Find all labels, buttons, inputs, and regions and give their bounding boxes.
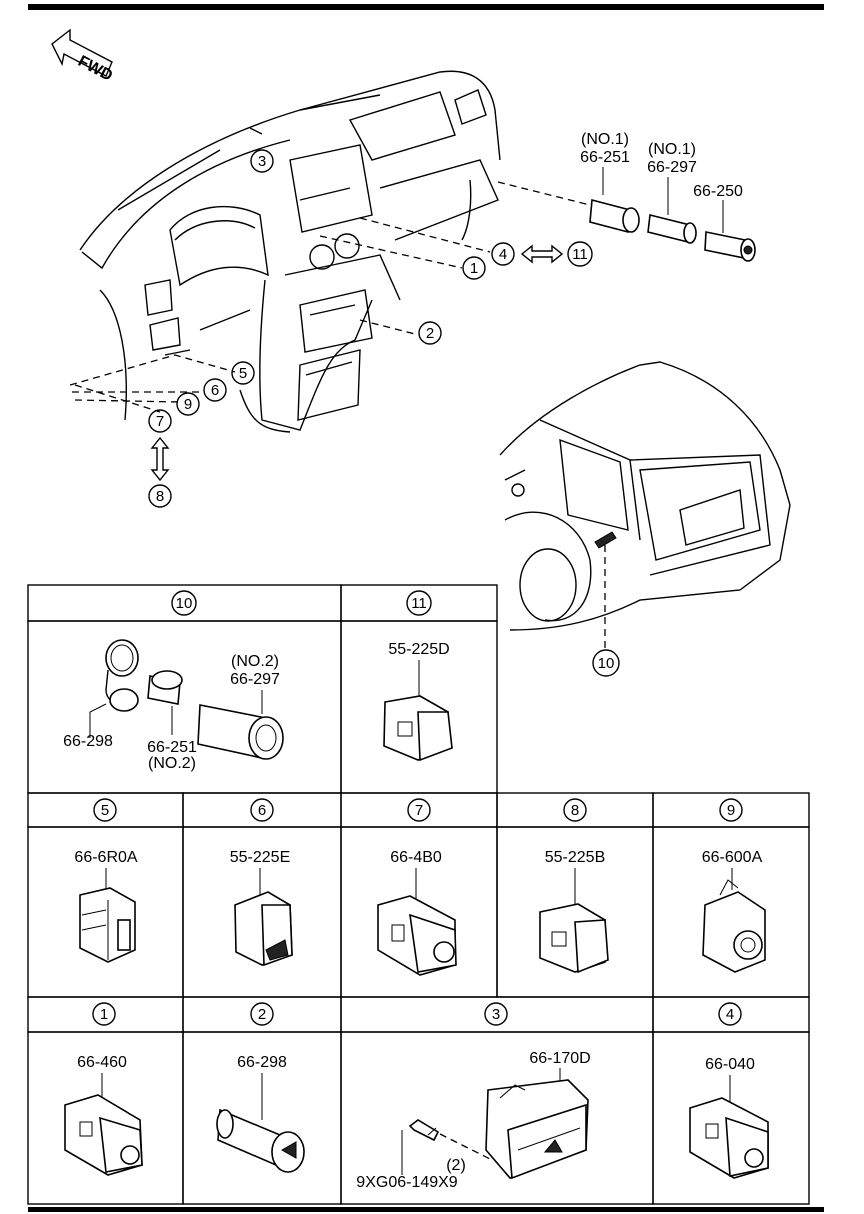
svg-text:2: 2 [258, 1006, 266, 1023]
callout-4: 4 [491, 242, 515, 266]
fwd-label: FWD [75, 53, 115, 85]
vertical-double-arrow-icon [150, 436, 170, 482]
part-66-297-no2: (NO.2) [231, 653, 279, 670]
callout-6: 6 [203, 378, 227, 402]
callout-11-label: 11 [572, 246, 588, 263]
part-66-298-cell10: 66-298 [63, 733, 113, 750]
leader-lines [69, 181, 606, 648]
header-9: 9 [719, 798, 743, 822]
switch-66-6R0A-icon [79, 887, 136, 963]
part-66-297-no: (NO.1) [648, 141, 696, 158]
callout-2: 2 [418, 321, 442, 345]
switch-66-600A-icon [702, 879, 766, 973]
svg-text:7: 7 [415, 802, 423, 819]
callout-8-label: 8 [156, 488, 164, 505]
switch-66-460-icon [64, 1094, 143, 1176]
part-66-4B0-label: 66-4B0 [390, 849, 442, 866]
callout-8: 8 [148, 484, 172, 508]
header-4: 4 [718, 1002, 742, 1026]
vehicle-rear-illustration [499, 361, 791, 631]
switch-66-040-icon [689, 1097, 769, 1179]
part-66-600A-label: 66-600A [702, 849, 763, 866]
callout-3: 3 [250, 149, 274, 173]
part-66-251-cell10: 66-251 [147, 739, 197, 756]
bottom-rule [28, 1207, 824, 1212]
callout-5: 5 [231, 361, 255, 385]
cap-ring-icon [105, 639, 139, 712]
callout-9: 9 [176, 392, 200, 416]
svg-text:8: 8 [571, 802, 579, 819]
part-66-251-label: 66-251 [580, 149, 630, 166]
header-1: 1 [92, 1002, 116, 1026]
fwd-arrow-icon: FWD [51, 28, 115, 85]
callout-11: 11 [567, 241, 593, 267]
part-66-251-no2: (NO.2) [148, 755, 196, 772]
svg-text:6: 6 [258, 802, 266, 819]
part-66-298-label: 66-298 [237, 1054, 287, 1071]
header-7: 7 [407, 798, 431, 822]
callout-2-label: 2 [426, 325, 434, 342]
callout-6-label: 6 [211, 382, 219, 399]
socket-body-icon [647, 214, 697, 244]
part-66-460-label: 66-460 [77, 1054, 127, 1071]
callout-1: 1 [462, 256, 486, 280]
callout-4-label: 4 [499, 246, 507, 263]
callout-7-label: 7 [156, 413, 164, 430]
header-3: 3 [484, 1002, 508, 1026]
svg-text:10: 10 [176, 595, 193, 612]
switch-55-225E-icon [234, 891, 293, 967]
callout-3-label: 3 [258, 153, 266, 170]
socket-no2-icon [197, 704, 284, 760]
part-55-225B-label: 55-225B [545, 849, 606, 866]
switch-55-225D-icon [383, 695, 453, 762]
part-66-297-cell10: 66-297 [230, 671, 280, 688]
header-5: 5 [93, 798, 117, 822]
part-66-040-label: 66-040 [705, 1056, 755, 1073]
callout-5-label: 5 [239, 365, 247, 382]
svg-text:1: 1 [100, 1006, 108, 1023]
part-9XG06-149X9-label: 9XG06-149X9 [356, 1174, 458, 1191]
top-rule [28, 4, 824, 10]
callout-1-label: 1 [470, 260, 478, 277]
header-6: 6 [250, 798, 274, 822]
callout-10: 10 [592, 649, 620, 677]
double-arrow-icon [520, 244, 564, 264]
hazard-switch-icon [485, 1079, 589, 1180]
header-8: 8 [563, 798, 587, 822]
bolt-icon [408, 1119, 440, 1142]
svg-text:9: 9 [727, 802, 735, 819]
part-66-6R0A-label: 66-6R0A [74, 849, 137, 866]
header-10: 10 [171, 590, 197, 616]
header-11: 11 [406, 590, 432, 616]
switch-66-4B0-icon [377, 895, 457, 976]
bolt-qty: (2) [446, 1157, 466, 1174]
part-66-250-label: 66-250 [693, 183, 743, 200]
part-66-251-no: (NO.1) [581, 131, 629, 148]
callout-7: 7 [148, 409, 172, 433]
part-66-297-label: 66-297 [647, 159, 697, 176]
svg-text:3: 3 [492, 1006, 500, 1023]
part-66-170D-label: 66-170D [529, 1050, 590, 1067]
parts-table-grid [27, 584, 810, 1205]
lighter-socket-icon [216, 1108, 305, 1173]
dashboard-illustration [79, 70, 501, 433]
socket-sleeve-icon [589, 198, 640, 234]
svg-text:11: 11 [411, 595, 427, 612]
svg-text:4: 4 [726, 1006, 734, 1023]
part-55-225D-label: 55-225D [388, 641, 449, 658]
svg-text:5: 5 [101, 802, 109, 819]
cigar-lighter-icon [704, 231, 756, 262]
header-2: 2 [250, 1002, 274, 1026]
callout-9-label: 9 [184, 396, 192, 413]
sleeve-no2-icon [147, 670, 183, 705]
part-55-225E-label: 55-225E [230, 849, 291, 866]
switch-55-225B-icon [539, 903, 609, 974]
callout-10-label: 10 [598, 655, 615, 672]
